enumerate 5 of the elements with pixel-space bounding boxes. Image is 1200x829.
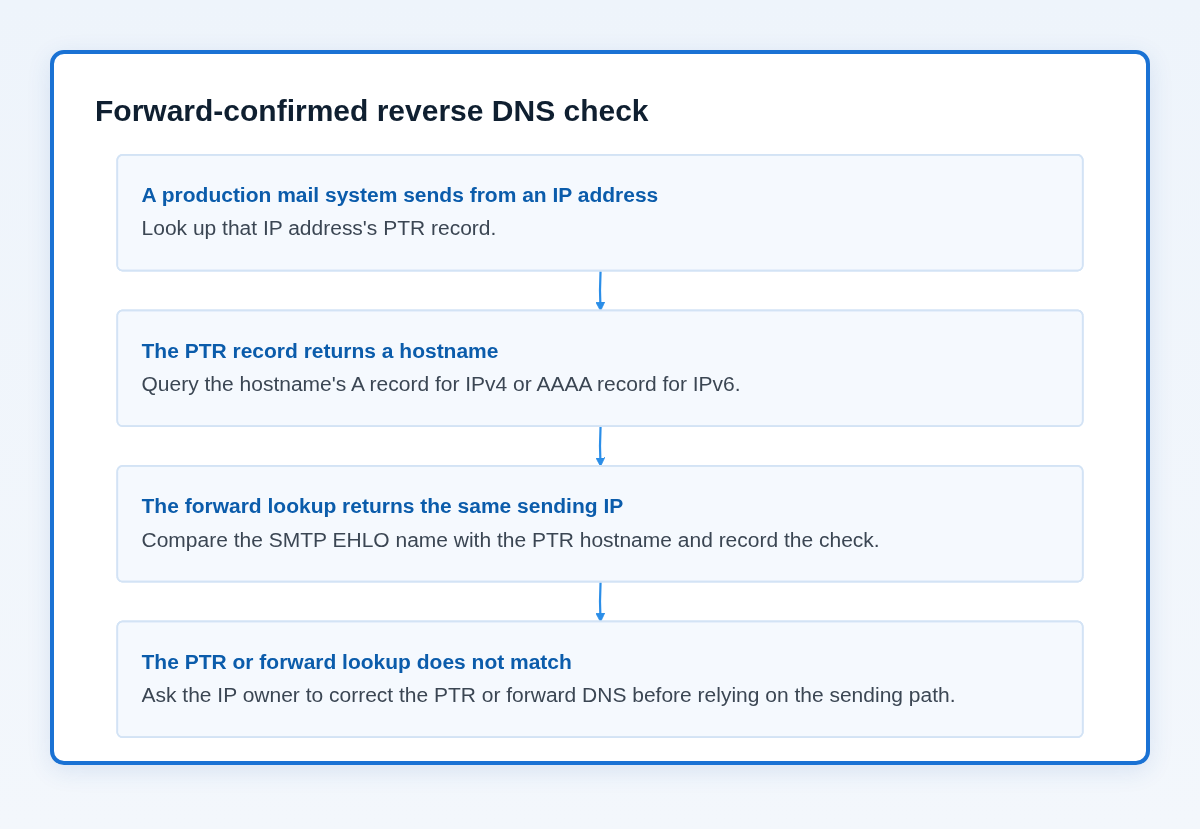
arrow bbox=[595, 271, 606, 312]
diagram-title: Forward-confirmed reverse DNS check bbox=[95, 94, 649, 128]
diagram-card: Forward-confirmed reverse DNS check A production mail system sends from an IP address Look up that IP address's PTR record. The PTR record returns a hostname Query the hostname's A record for IPv4 or AAAA record for IPv6. The forward lookup returns the same sending IP Compare the SMTP EHLO name with the PTR hostname and record the check. The PTR or forward lookup does not match Ask the IP owner to correct the PTR or forward DNS before relying on the sending path. bbox=[50, 50, 1150, 765]
arrow bbox=[595, 582, 606, 623]
arrow bbox=[595, 426, 606, 467]
